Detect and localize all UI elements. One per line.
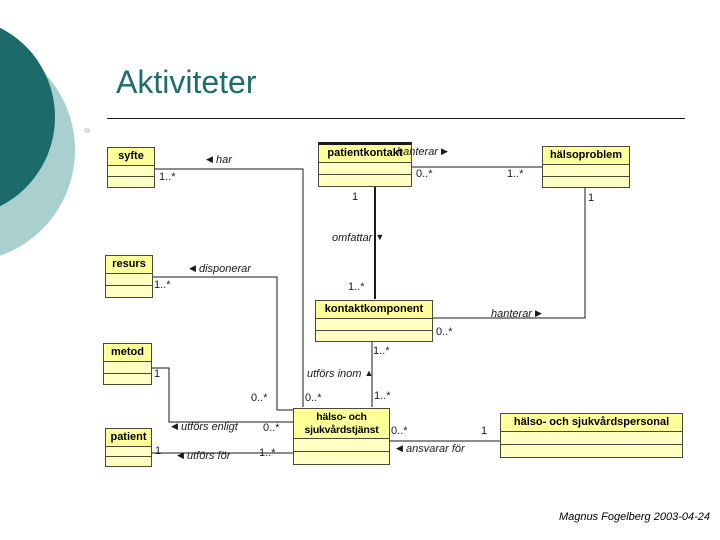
attribute-compartment <box>501 432 682 444</box>
arrow-up-icon: ▲ <box>364 368 374 378</box>
operation-compartment <box>294 451 389 464</box>
assoc-line-disponerar <box>153 276 293 411</box>
attribute-compartment <box>543 165 629 175</box>
multiplicity: 0..* <box>391 425 408 437</box>
uml-class-kontaktkomponent: kontaktkomponent <box>315 300 433 342</box>
assoc-label-text: hanterar <box>397 146 438 158</box>
class-name: kontaktkomponent <box>316 301 432 320</box>
multiplicity: 1..* <box>507 168 524 180</box>
operation-compartment <box>316 329 432 341</box>
assoc-label-utfors-for: ◀ utförs för <box>177 450 230 462</box>
class-name: patientkontakt <box>319 145 411 164</box>
class-name: patient <box>106 429 151 448</box>
assoc-label-text: utförs inom <box>307 368 362 380</box>
multiplicity: 0..* <box>251 392 268 404</box>
uml-class-patientkontakt: patientkontakt <box>318 142 412 187</box>
operation-compartment <box>319 174 411 186</box>
assoc-label-hanterar-2: hanterar ▶ <box>491 308 542 320</box>
assoc-line-har <box>155 168 304 407</box>
uml-class-patient: patient <box>105 428 152 467</box>
multiplicity: 1..* <box>374 390 391 402</box>
arrow-left-icon: ◀ <box>171 421 178 431</box>
multiplicity: 1..* <box>373 345 390 357</box>
multiplicity: 0..* <box>305 392 322 404</box>
class-name: hälsoproblem <box>543 147 629 166</box>
uml-class-syfte: syfte <box>107 147 155 188</box>
assoc-line-hanterar-2 <box>433 188 586 319</box>
operation-compartment <box>106 456 151 466</box>
class-name: resurs <box>106 256 152 275</box>
assoc-label-text: hanterar <box>491 308 532 320</box>
arrow-left-icon: ◀ <box>177 450 184 460</box>
operation-compartment <box>501 444 682 457</box>
class-name: syfte <box>108 148 154 167</box>
multiplicity: 1 <box>481 425 488 437</box>
uml-class-halso-och-sjukvardspersonal: hälso- och sjukvårdspersonal <box>500 413 683 458</box>
arrow-down-icon: ▼ <box>375 232 385 242</box>
multiplicity: 1..* <box>154 279 171 291</box>
arrow-left-icon: ◀ <box>189 263 196 273</box>
multiplicity: 1 <box>352 191 359 203</box>
class-name: hälso- och sjukvårdstjänst <box>294 409 389 440</box>
assoc-label-text: har <box>215 154 232 166</box>
attribute-compartment <box>106 447 151 456</box>
attribute-compartment <box>104 362 151 372</box>
assoc-label-text: utförs enligt <box>180 421 238 433</box>
assoc-label-hanterar-1: hanterar ▶ <box>397 146 448 158</box>
operation-compartment <box>543 175 629 187</box>
assoc-label-disponerar: ◀ disponerar <box>189 263 251 275</box>
title-rule <box>107 118 685 119</box>
assoc-label-text: omfattar <box>332 232 373 244</box>
assoc-label-ansvarar-for: ◀ ansvarar för <box>396 443 465 455</box>
class-name: hälso- och sjukvårdspersonal <box>501 414 682 433</box>
class-name: metod <box>104 344 151 363</box>
multiplicity: 1 <box>154 368 161 380</box>
assoc-label-omfattar: omfattar ▼ <box>332 232 384 244</box>
multiplicity: 1..* <box>348 281 365 293</box>
multiplicity: 1..* <box>159 171 176 183</box>
assoc-line-utfors-enligt <box>152 367 293 423</box>
arrow-left-icon: ◀ <box>396 443 403 453</box>
arrow-right-icon: ▶ <box>535 308 542 318</box>
multiplicity: 0..* <box>416 168 433 180</box>
multiplicity: 1 <box>155 445 162 457</box>
multiplicity: 0..* <box>436 326 453 338</box>
multiplicity: 1 <box>588 192 595 204</box>
attribute-compartment <box>316 319 432 329</box>
uml-class-halso-och-sjukvardstjanst: hälso- och sjukvårdstjänst <box>293 408 390 465</box>
operation-compartment <box>108 176 154 187</box>
attribute-compartment <box>108 166 154 176</box>
decor-smudge <box>84 128 90 133</box>
slide-title: Aktiviteter <box>116 64 257 100</box>
slide-footer: Magnus Fogelberg 2003-04-24 <box>558 511 710 523</box>
arrow-right-icon: ▶ <box>441 146 448 156</box>
uml-class-metod: metod <box>103 343 152 385</box>
operation-compartment <box>106 285 152 297</box>
assoc-label-text: ansvarar för <box>405 443 465 455</box>
uml-class-halsoproblem: hälsoproblem <box>542 146 630 188</box>
arrow-left-icon: ◀ <box>206 154 213 164</box>
operation-compartment <box>104 372 151 384</box>
multiplicity: 1..* <box>259 447 276 459</box>
assoc-label-utfors-inom: utförs inom ▲ <box>307 368 373 380</box>
assoc-label-text: disponerar <box>198 263 251 275</box>
assoc-label-utfors-enligt: ◀ utförs enligt <box>171 421 238 433</box>
assoc-label-har: ◀ har <box>206 154 232 166</box>
attribute-compartment <box>106 274 152 285</box>
assoc-label-text: utförs för <box>186 450 231 462</box>
uml-class-resurs: resurs <box>105 255 153 298</box>
multiplicity: 0..* <box>263 422 280 434</box>
attribute-compartment <box>319 163 411 174</box>
attribute-compartment <box>294 439 389 451</box>
